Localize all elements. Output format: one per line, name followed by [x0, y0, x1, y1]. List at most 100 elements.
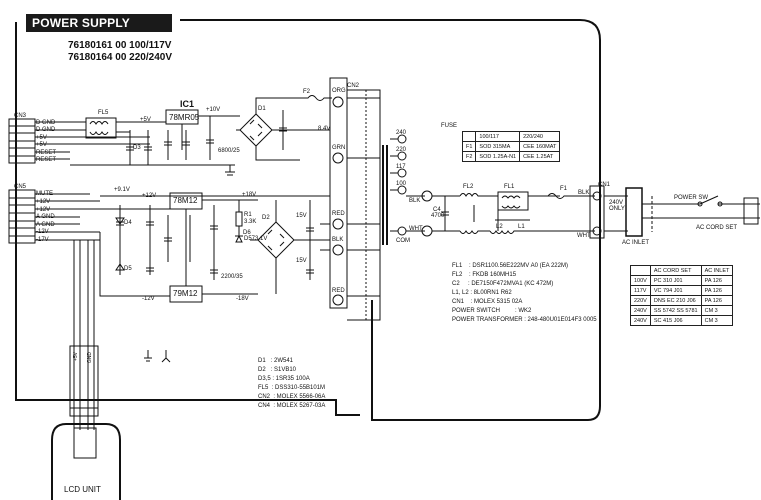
l1-label: L1 — [518, 224, 525, 230]
cord-header-0 — [630, 265, 651, 276]
fuse-header-1: 100/117 — [475, 131, 521, 142]
fuse-cell: SOD 315MA — [475, 141, 521, 152]
cord-header-1: AC CORD SET — [649, 265, 702, 276]
ic1-part: 78MR05 — [169, 113, 200, 122]
parts-list-right: FL1 : DSR1100.56E222MV A0 (EA 222M) FL2 … — [452, 262, 597, 325]
fuse-table-title: FUSE — [441, 123, 458, 129]
cord-cell: PC 310 J01 — [649, 275, 702, 286]
parts-line: POWER SWITCH : WK2 — [452, 308, 532, 314]
voltage-only-label: 240V ONLY — [609, 200, 625, 212]
parts-line: C2 : DE7150F472MVA1 (KC 472M) — [452, 281, 554, 287]
cord-cell: PA 126 — [700, 275, 734, 286]
voltage-8-4v: 8.4V — [318, 126, 331, 132]
cord-cell: 117V — [630, 285, 651, 296]
tap-wht: WHT — [409, 226, 423, 232]
cord-header-2: AC INLET — [700, 265, 734, 276]
cn3-pin-1: D GND — [36, 120, 56, 126]
parts-line: CN4 : MOLEX 5267-03A — [258, 403, 326, 409]
voltage-15v-b: 15V — [296, 258, 307, 264]
cn3-pin-4: +5V — [36, 142, 47, 148]
reg-79m12: 79M12 — [173, 289, 198, 298]
cord-cell: 240V — [630, 305, 651, 316]
c4-label: C4 — [433, 207, 441, 213]
cord-cell: CM 3 — [700, 315, 734, 326]
cn5-pin-3: +12V — [36, 207, 51, 213]
cn5-pin-7: -17V — [36, 237, 49, 243]
cn3-pin-5: RESET — [36, 150, 57, 156]
cn3-pin-6: RESET — [36, 157, 57, 163]
fuse-cell: CEE 160MAT — [519, 141, 561, 152]
fuse-cell: SOD 1.25A-N1 — [475, 151, 521, 162]
cord-cell: PA 126 — [700, 285, 734, 296]
fuse-cell: F1 — [461, 141, 477, 152]
voltage-15v-a: 15V — [296, 213, 307, 219]
cord-cell: SS 5742 SS 5781 — [649, 305, 702, 316]
d6-value: D573.1V — [244, 236, 268, 242]
voltage-9-1v: +9.1V — [114, 187, 130, 193]
parts-line: CN1 : MOLEX 5315 02A — [452, 299, 523, 305]
tap-117: 117 — [396, 164, 406, 170]
cord-cell: 240V — [630, 315, 651, 326]
parts-line: CN2 : MOLEX 5566-06A — [258, 394, 326, 400]
parts-line: D1 : 2W541 — [258, 358, 294, 364]
tap-100: 100 — [396, 181, 407, 187]
r1-label: R1 — [244, 212, 252, 218]
reg-78m12: 78M12 — [173, 196, 198, 205]
cn5-pin-1: MUTE — [36, 191, 53, 197]
voltage-minus-18v: -18V — [236, 296, 249, 302]
fuse-header-2: 220/240 — [519, 131, 561, 142]
part-number-100v: 76180161 00 100/117V — [68, 40, 172, 51]
d1-label: D1 — [258, 106, 266, 112]
voltage-10v: +10V — [206, 107, 221, 113]
cord-cell: SC 415 J06 — [649, 315, 702, 326]
voltage-5v: +5V — [140, 117, 151, 123]
voltage-12v: +12V — [142, 193, 157, 199]
ic1-label: IC1 — [180, 99, 195, 109]
f2-label: F2 — [303, 89, 311, 95]
cord-cell: VC 794 J01 — [649, 285, 702, 296]
cord-cell: DNS EC 210 J06 — [649, 295, 702, 306]
cn3-pin-2: D GND — [36, 127, 56, 133]
power-switch-label: POWER SW — [674, 195, 708, 201]
parts-line: L1, L2 : 8L00RN1 R62 — [452, 290, 512, 296]
l2-label: L2 — [496, 224, 503, 230]
voltage-minus-12v: -12V — [142, 296, 155, 302]
ac-cord-set-label: AC CORD SET — [696, 225, 738, 231]
d5-label: D5 — [124, 266, 132, 272]
tap-blk: BLK — [409, 198, 421, 204]
parts-line: FL1 : DSR1100.56E222MV A0 (EA 222M) — [452, 263, 568, 269]
parts-list-left: D1 : 2W541 D2 : S1VB10 D3,5 : 1SR35 100A… — [258, 357, 325, 411]
parts-line: POWER TRANSFORMER : 248-480U01E014F3 000… — [452, 317, 597, 323]
c8-value: 2200/35 — [221, 274, 243, 280]
lcd-unit-label: LCD UNIT — [64, 485, 101, 494]
tap-220: 220 — [396, 147, 407, 153]
cord-cell: 100V — [630, 275, 651, 286]
wire-grn: GRN — [332, 145, 346, 151]
cn5-label: CN5 — [14, 184, 27, 190]
cn5-pin-4: A GND — [36, 214, 55, 220]
wire-org: ORG — [332, 88, 346, 94]
cn3-pin-3: +5V — [36, 135, 47, 141]
ac-inlet-label: AC INLET — [622, 240, 650, 246]
board-title: POWER SUPPLY BOARD — [26, 14, 172, 48]
f1-label: F1 — [560, 186, 568, 192]
cn2-label: CN2 — [347, 83, 360, 89]
lcd-pin-gnd: GND — [87, 352, 93, 364]
cord-cell: CM 3 — [700, 305, 734, 316]
cn5-pin-2: +12V — [36, 199, 51, 205]
parts-line: FL5 : DSS310-55B101M — [258, 385, 326, 391]
fl5-label: FL5 — [98, 110, 109, 116]
fl2-label: FL2 — [463, 184, 474, 190]
wire-blk: BLK — [332, 237, 344, 243]
cn5-pin-5: A GND — [36, 222, 55, 228]
fuse-cell: CEE 1.25AT — [519, 151, 561, 162]
parts-line: D3,5 : 1SR35 100A — [258, 376, 310, 382]
parts-line: FL2 : FKDB 160MH15 — [452, 272, 517, 278]
d3-label: D3 — [133, 145, 141, 151]
fl1-label: FL1 — [504, 184, 515, 190]
wire-wht-label: WHT — [577, 233, 591, 239]
lcd-pin-5v: +5V — [73, 352, 79, 362]
voltage-18v: +18V — [242, 192, 257, 198]
